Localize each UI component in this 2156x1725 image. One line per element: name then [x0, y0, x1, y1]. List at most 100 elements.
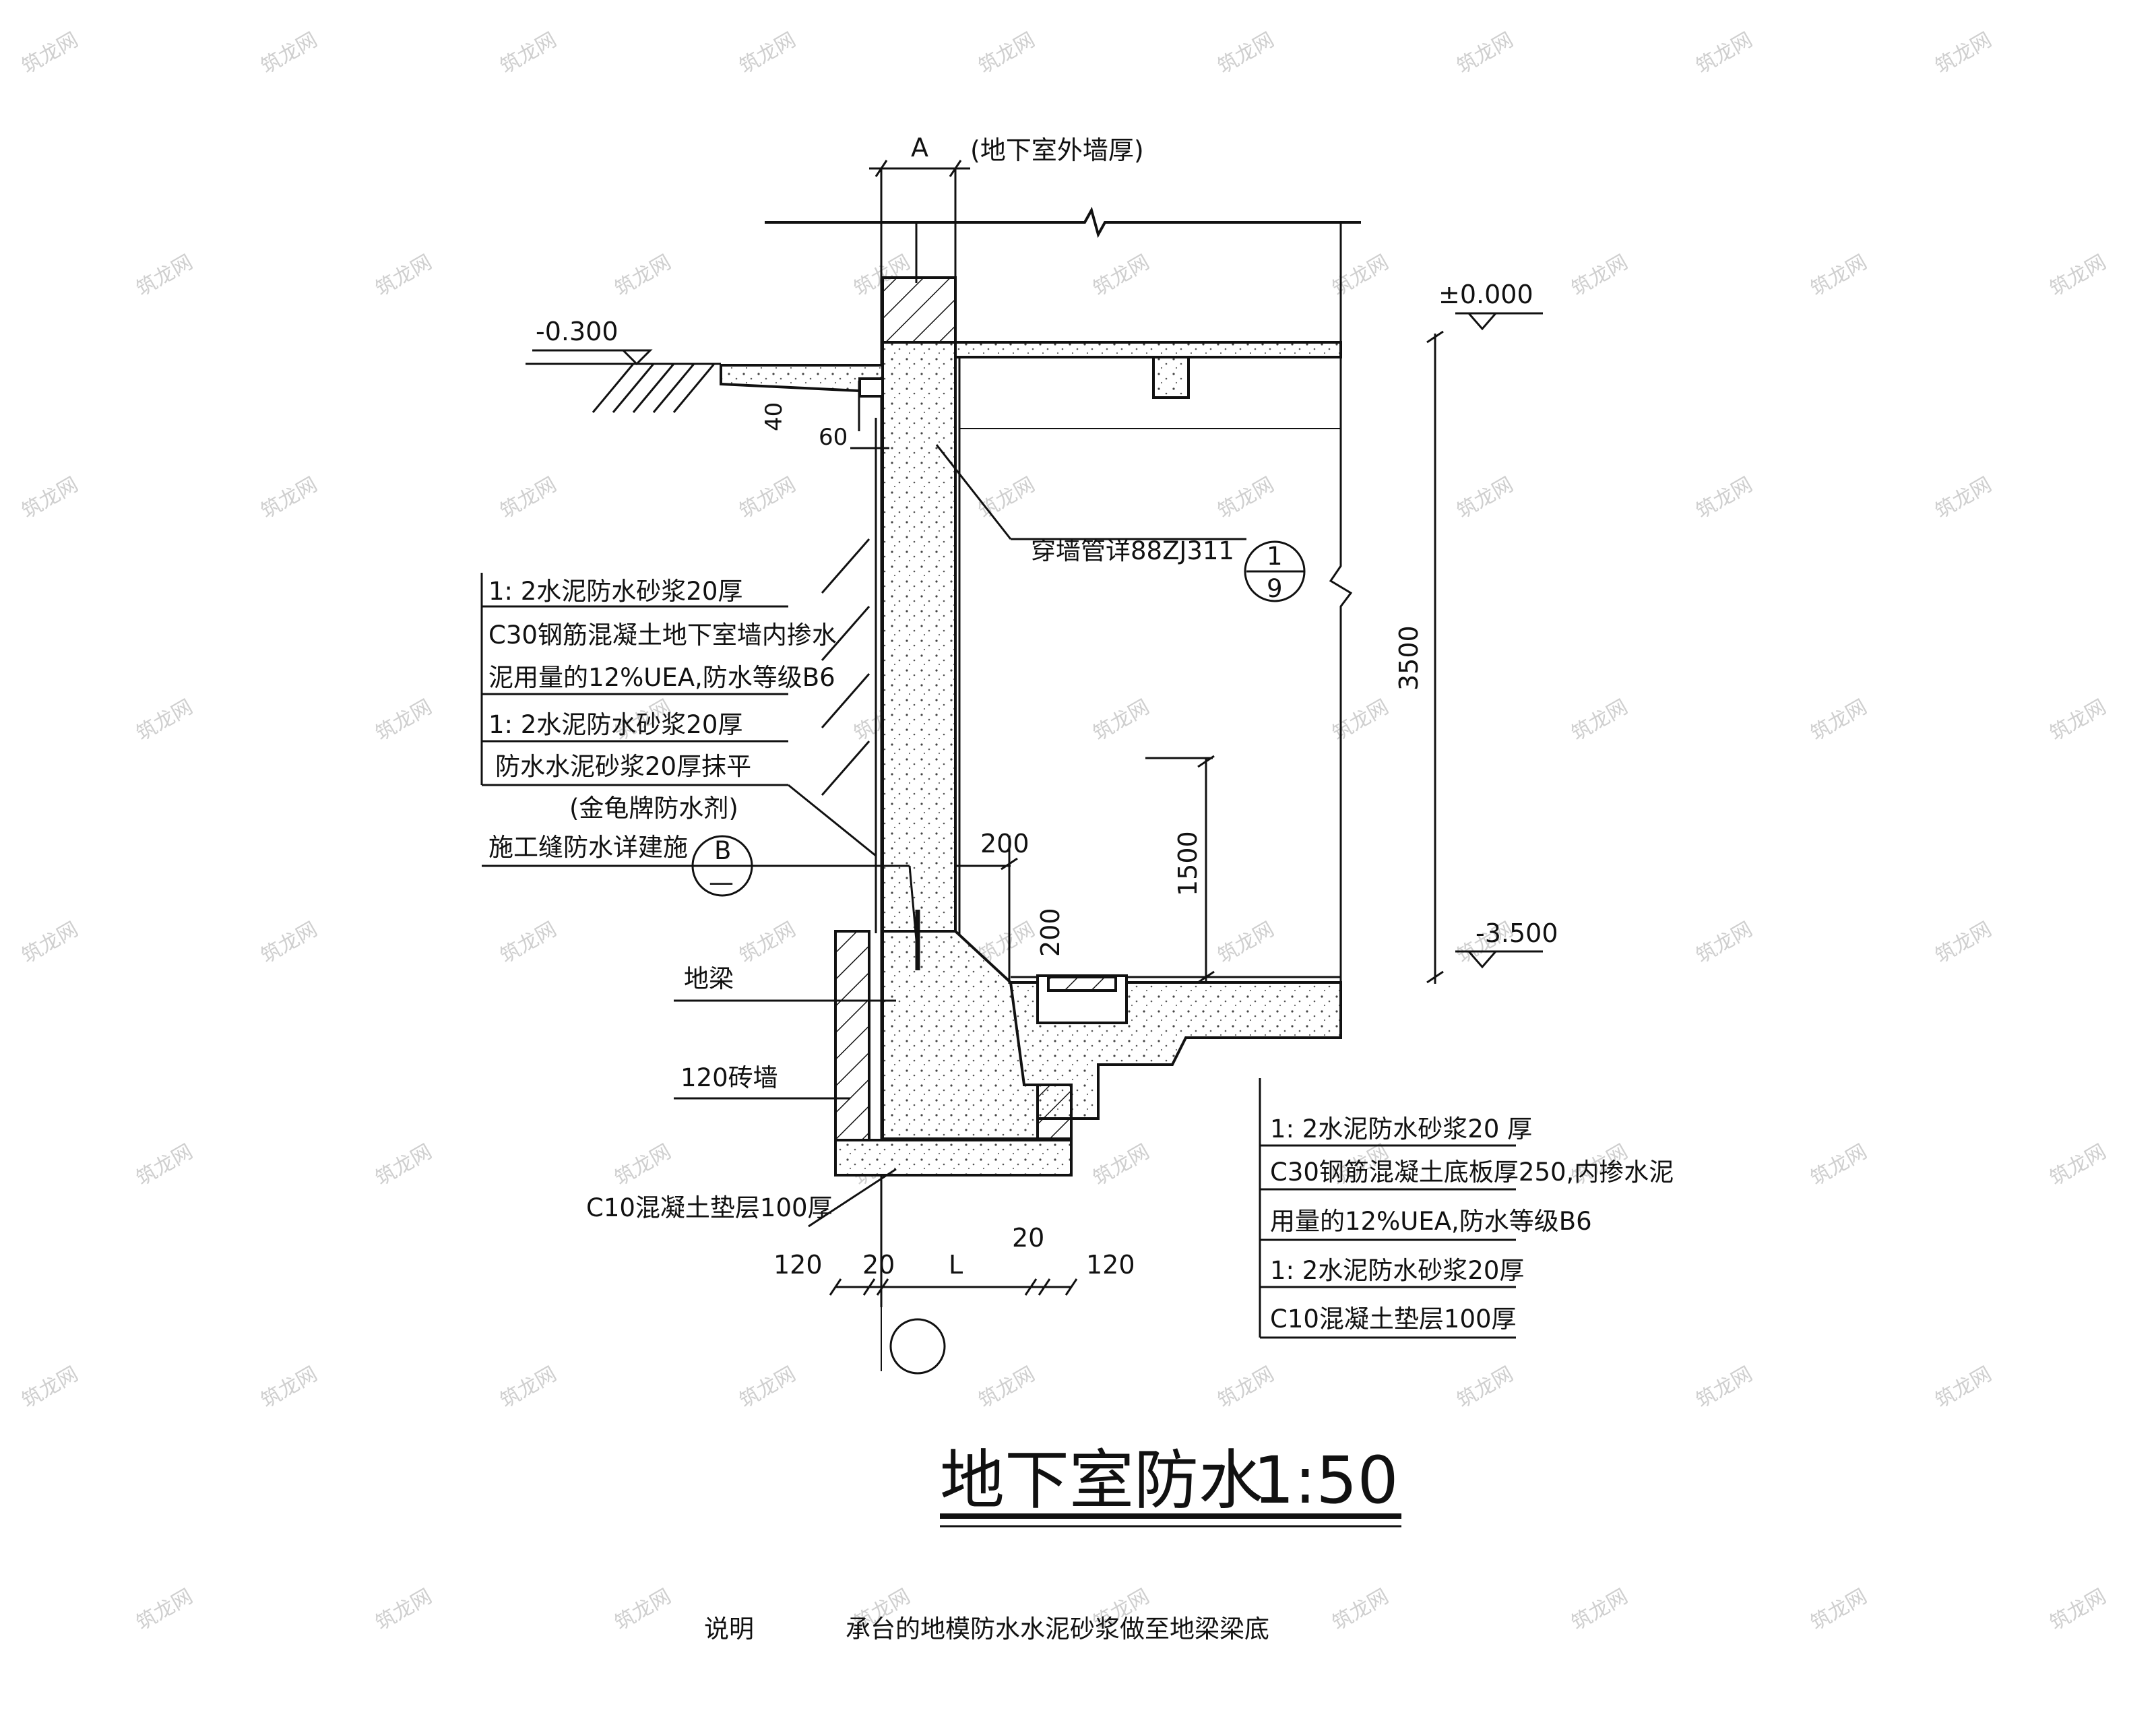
bottom-dim-2: 20 — [862, 1250, 895, 1280]
watermark: 筑龙网 — [736, 1362, 800, 1413]
joint-callout: 施工缝防水详建施 — [488, 833, 688, 862]
brick-wall-120-right — [1036, 1084, 1073, 1140]
watermark: 筑龙网 — [2046, 695, 2110, 746]
watermark: 筑龙网 — [257, 1362, 321, 1413]
step-40: 40 — [761, 402, 788, 431]
haunch-h: 200 — [980, 829, 1029, 858]
level-bottom: -3.500 — [1476, 918, 1558, 948]
parapet — [881, 276, 957, 344]
right-break-line — [1329, 222, 1353, 1038]
wall-layer-6: (金龟牌防水剂) — [569, 794, 738, 823]
watermark-layer: 筑龙网筑龙网筑龙网筑龙网筑龙网筑龙网筑龙网筑龙网筑龙网筑龙网筑龙网筑龙网筑龙网筑… — [18, 28, 2110, 1635]
watermark: 筑龙网 — [1214, 918, 1278, 968]
watermark: 筑龙网 — [2046, 1140, 2110, 1191]
watermark: 筑龙网 — [18, 1362, 82, 1413]
watermark: 筑龙网 — [1692, 918, 1756, 968]
watermark: 筑龙网 — [975, 1362, 1039, 1413]
brick-label: 120砖墙 — [680, 1063, 778, 1092]
watermark: 筑龙网 — [1453, 1362, 1517, 1413]
watermark: 筑龙网 — [2046, 1585, 2110, 1635]
bottom-dim-1: 120 — [773, 1250, 823, 1280]
height-sub: 1500 — [1173, 831, 1203, 896]
exterior-wall — [881, 341, 957, 937]
drawing-title: 地下室防水 — [940, 1443, 1263, 1518]
watermark: 筑龙网 — [1932, 918, 1996, 968]
haunch-v: 200 — [1036, 908, 1065, 957]
floor-layer-2: C30钢筋混凝土底板厚250,内掺水泥 — [1270, 1158, 1674, 1187]
watermark: 筑龙网 — [2046, 251, 2110, 301]
watermark: 筑龙网 — [1932, 473, 1996, 524]
watermark: 筑龙网 — [372, 251, 436, 301]
watermark: 筑龙网 — [1453, 473, 1517, 524]
watermark: 筑龙网 — [1568, 251, 1632, 301]
watermark: 筑龙网 — [1214, 473, 1278, 524]
watermark: 筑龙网 — [1692, 1362, 1756, 1413]
wall-layer-3: 泥用量的12%UEA,防水等级B6 — [488, 663, 835, 692]
watermark: 筑龙网 — [133, 1140, 197, 1191]
watermark: 筑龙网 — [1807, 695, 1871, 746]
watermark: 筑龙网 — [1807, 1585, 1871, 1635]
beam-label: 地梁 — [684, 964, 734, 993]
watermark: 筑龙网 — [1089, 695, 1153, 746]
step-60: 60 — [819, 424, 848, 451]
brick-wall-120 — [834, 930, 870, 1141]
watermark: 筑龙网 — [372, 695, 436, 746]
watermark: 筑龙网 — [497, 473, 561, 524]
watermark: 筑龙网 — [1692, 473, 1756, 524]
watermark: 筑龙网 — [611, 1140, 675, 1191]
c10-cushion — [834, 1139, 1073, 1177]
grid-bubble — [889, 1318, 946, 1375]
watermark: 筑龙网 — [611, 1585, 675, 1635]
watermark: 筑龙网 — [133, 1585, 197, 1635]
watermark: 筑龙网 — [133, 695, 197, 746]
watermark: 筑龙网 — [372, 1585, 436, 1635]
floor-layer-5: C10混凝土垫层100厚 — [1270, 1305, 1517, 1334]
watermark: 筑龙网 — [975, 28, 1039, 79]
dimensions — [532, 160, 1543, 1375]
labels: A (地下室外墙厚) ±0.000 -0.300 -3.500 3500 150… — [488, 133, 1674, 1643]
watermark: 筑龙网 — [736, 473, 800, 524]
watermark: 筑龙网 — [497, 28, 561, 79]
structure — [526, 168, 1361, 1307]
top-reference-line — [765, 206, 1361, 239]
watermark: 筑龙网 — [1568, 695, 1632, 746]
joint-ref-num: B — [714, 836, 731, 865]
watermark: 筑龙网 — [257, 473, 321, 524]
height-total: 3500 — [1394, 625, 1424, 691]
bottom-dim-4: 20 — [1012, 1223, 1044, 1253]
pipe-ref-sheet: 9 — [1267, 574, 1283, 603]
watermark: 筑龙网 — [1214, 1362, 1278, 1413]
watermark: 筑龙网 — [1089, 251, 1153, 301]
watermark: 筑龙网 — [1453, 28, 1517, 79]
pipe-ref-num: 1 — [1267, 542, 1283, 571]
watermark: 筑龙网 — [1214, 28, 1278, 79]
leaders — [480, 444, 1516, 1528]
watermark: 筑龙网 — [18, 28, 82, 79]
level-outside: -0.300 — [536, 317, 619, 346]
drawing-scale: 1:50 — [1253, 1443, 1399, 1518]
wall-layer-5: 防水水泥砂浆20厚抹平 — [495, 752, 751, 781]
bottom-dim-5: 120 — [1086, 1250, 1135, 1280]
cushion-label: C10混凝土垫层100厚 — [586, 1193, 833, 1222]
watermark: 筑龙网 — [18, 918, 82, 968]
note-text: 承台的地模防水水泥砂浆做至地梁梁底 — [846, 1614, 1269, 1643]
floor-layer-3: 用量的12%UEA,防水等级B6 — [1270, 1207, 1592, 1236]
watermark: 筑龙网 — [1329, 1585, 1393, 1635]
watermark: 筑龙网 — [372, 1140, 436, 1191]
watermark: 筑龙网 — [1329, 251, 1393, 301]
watermark: 筑龙网 — [1329, 695, 1393, 746]
wall-layer-4: 1: 2水泥防水砂浆20厚 — [488, 710, 742, 739]
slab-beam — [1152, 356, 1190, 399]
wall-thickness-note: (地下室外墙厚) — [970, 135, 1144, 165]
watermark: 筑龙网 — [1932, 28, 1996, 79]
bottom-dim-3: L — [949, 1250, 963, 1280]
wall-thickness-label: A — [911, 133, 928, 162]
ground-beam — [881, 930, 1039, 1140]
watermark: 筑龙网 — [497, 918, 561, 968]
watermark: 筑龙网 — [133, 251, 197, 301]
ground-hatch — [526, 363, 870, 796]
pipe-callout: 穿墙管详88ZJ311 — [1031, 536, 1234, 565]
wall-layer-1: 1: 2水泥防水砂浆20厚 — [488, 577, 742, 606]
level-top: ±0.000 — [1438, 280, 1533, 309]
